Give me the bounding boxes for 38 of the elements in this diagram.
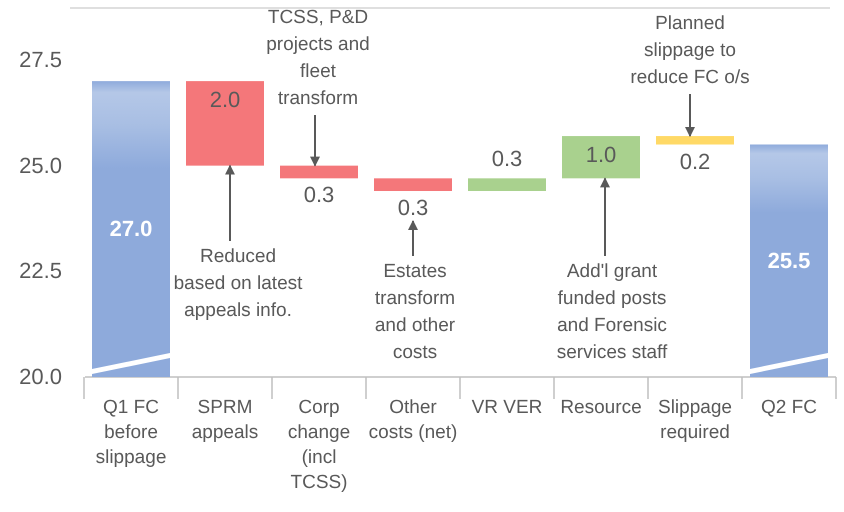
annotation-text: Planned slippage to reduce FC o/s: [620, 10, 760, 91]
axis-tick-label: 22.5: [18, 258, 62, 284]
bar: [374, 178, 452, 191]
category-label: Resource: [559, 396, 643, 420]
category-label: Corp change (incl TCSS): [286, 396, 352, 495]
axis-tick-label: 20.0: [18, 364, 62, 390]
annotation-text: Estates transform and other costs: [360, 258, 470, 366]
annotation-text: Add'l grant funded posts and Forensic services staff: [542, 258, 682, 366]
bar: [186, 81, 264, 166]
category-label: SPRM appeals: [190, 396, 260, 445]
axis-tick-label: 27.5: [18, 46, 62, 73]
value-label: 2.0: [208, 87, 242, 114]
leader-arrow: [310, 115, 320, 167]
category-label: Other costs (net): [368, 396, 458, 445]
value-label: 25.5: [766, 248, 812, 274]
value-label: 27.0: [108, 216, 154, 242]
value-label: 0.3: [302, 182, 336, 208]
value-label: 0.3: [490, 146, 524, 172]
bar: [92, 81, 170, 377]
bar: [562, 136, 640, 178]
value-label: 0.3: [396, 195, 430, 221]
annotation-text: TCSS, P&D projects and fleet transform: [263, 4, 373, 112]
bar: [656, 136, 734, 145]
category-label: VR VER: [470, 396, 544, 420]
value-label: 0.2: [678, 148, 712, 174]
category-label: Q2 FC: [760, 396, 818, 420]
category-label: Q1 FC before slippage: [94, 396, 168, 470]
axis-tick-label: 25.0: [18, 152, 62, 179]
bar: [750, 144, 828, 377]
leader-arrow: [408, 220, 418, 256]
leader-arrow: [600, 177, 610, 256]
annotation-text: Reduced based on latest appeals info.: [173, 243, 303, 324]
category-label: Slippage required: [657, 396, 733, 445]
leader-arrow: [225, 164, 235, 241]
value-label: 1.0: [584, 142, 618, 168]
bar: [280, 166, 358, 178]
bar: [468, 178, 546, 191]
leader-arrow: [685, 94, 695, 138]
